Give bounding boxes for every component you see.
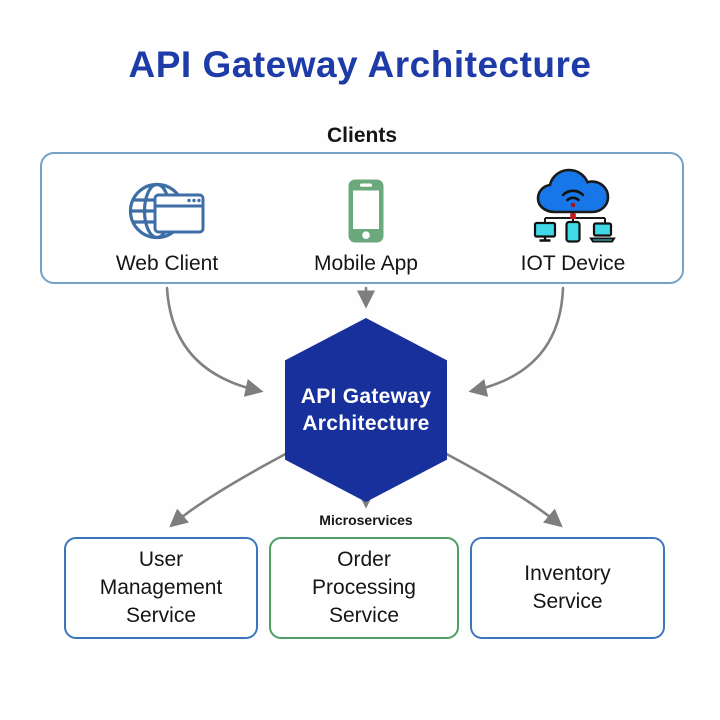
page-title: API Gateway Architecture bbox=[128, 44, 592, 85]
arrow-iot-to-gateway bbox=[468, 286, 565, 397]
client-item-web-client: Web Client bbox=[77, 166, 257, 276]
service-box-order-processing: Order Processing Service bbox=[269, 537, 459, 639]
service-label-line: Order bbox=[337, 548, 391, 571]
smartphone-icon bbox=[347, 166, 385, 244]
cloud-iot-icon bbox=[529, 166, 617, 244]
client-label-mobile-app: Mobile App bbox=[314, 252, 418, 275]
gateway-label-line2: Architecture bbox=[302, 412, 430, 435]
service-box-user-management: User Management Service bbox=[64, 537, 258, 639]
client-item-mobile-app: Mobile App bbox=[276, 166, 456, 276]
client-label-web-client: Web Client bbox=[115, 252, 219, 275]
clients-heading: Clients bbox=[326, 124, 397, 147]
client-item-iot-device: IOT Device bbox=[483, 166, 663, 276]
service-label-line: Inventory bbox=[524, 562, 611, 585]
globe-browser-icon bbox=[128, 166, 206, 244]
service-label-line: Service bbox=[125, 604, 197, 627]
api-gateway-hexagon: API Gateway Architecture bbox=[285, 318, 447, 502]
service-label-line: Processing bbox=[312, 576, 416, 599]
service-label-line: Service bbox=[328, 604, 400, 627]
service-box-inventory: Inventory Service bbox=[470, 537, 665, 639]
microservices-heading: Microservices bbox=[319, 512, 413, 528]
service-label-line: Service bbox=[532, 590, 603, 613]
service-label-line: Management bbox=[99, 576, 223, 599]
arrow-webclient-to-gateway bbox=[165, 286, 264, 397]
gateway-label-line1: API Gateway bbox=[300, 385, 432, 408]
service-label-line: User bbox=[138, 548, 184, 571]
client-label-iot-device: IOT Device bbox=[520, 252, 626, 275]
